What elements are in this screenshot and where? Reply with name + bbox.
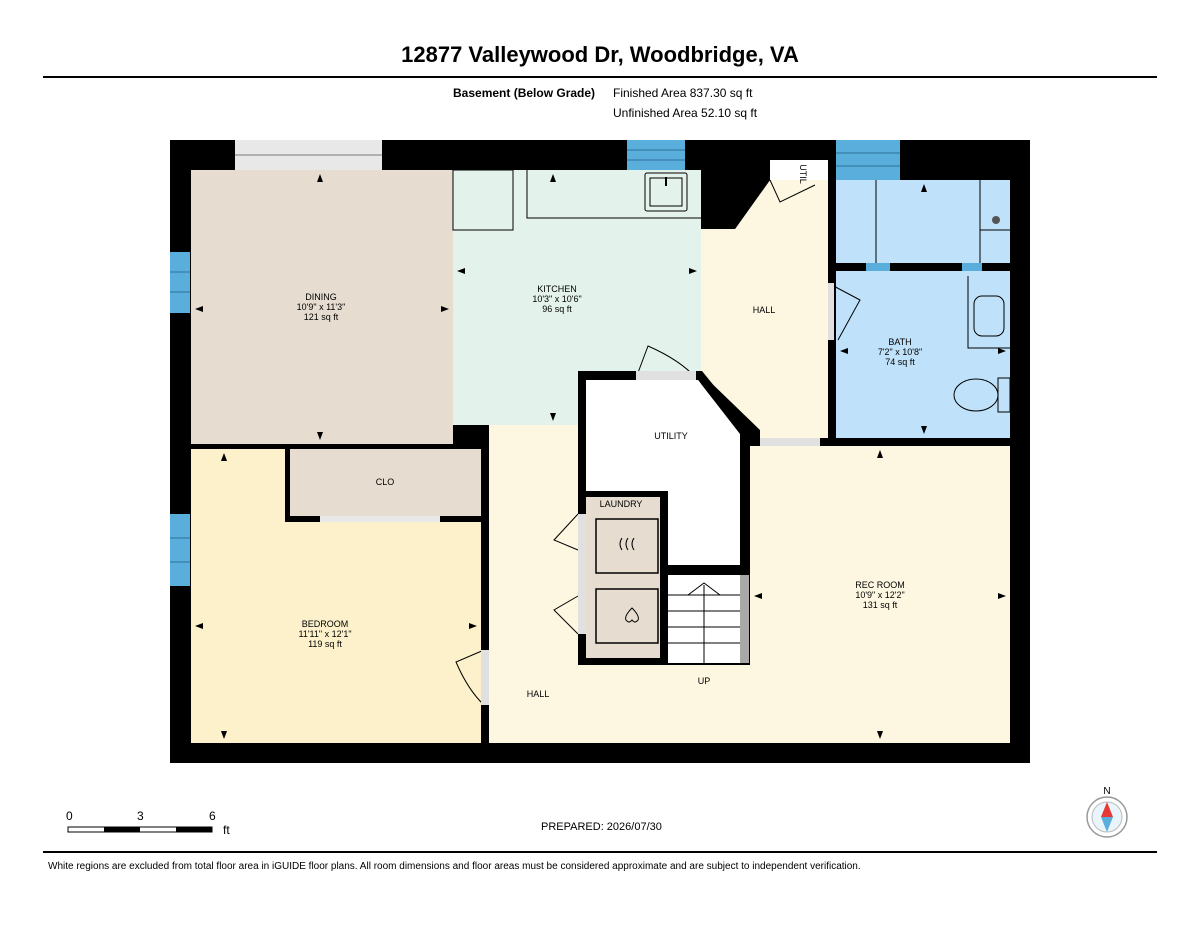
- rec-room-name: REC ROOM: [855, 580, 905, 590]
- bath-sink-icon: [973, 295, 1005, 337]
- dryer: [595, 518, 659, 574]
- rec-room-dims: 10'9" x 12'2": [855, 590, 904, 600]
- util-closet[interactable]: [770, 160, 828, 180]
- bedroom-area: 119 sq ft: [308, 639, 342, 649]
- level-label: Basement (Below Grade): [453, 86, 596, 100]
- footer-divider: [43, 851, 1157, 853]
- bath-vent-1: [866, 263, 890, 271]
- fridge: [452, 169, 514, 231]
- closet-sliding-door[interactable]: [320, 516, 440, 522]
- compass-north-label: N: [1103, 786, 1110, 797]
- scale-unit: ft: [223, 823, 230, 837]
- window-bath: [836, 140, 900, 180]
- util-closet-name: UTIL: [798, 164, 808, 184]
- bath-room[interactable]: [836, 180, 1010, 438]
- rec-opening: [760, 438, 820, 446]
- wall-kitchen-corner: [453, 425, 489, 433]
- water-drop-icon: [625, 607, 639, 623]
- wall-block: [701, 150, 735, 170]
- header-divider: [43, 76, 1157, 78]
- kitchen-area: 96 sq ft: [542, 304, 572, 314]
- hall-lower-name: HALL: [527, 689, 550, 699]
- bath-dims: 7'2" x 10'8": [878, 347, 922, 357]
- stair-up-arrow-icon: [687, 582, 721, 596]
- bath-area: 74 sq ft: [885, 357, 915, 367]
- closet-room[interactable]: [290, 449, 481, 516]
- closet-name: CLO: [376, 477, 395, 487]
- dining-room[interactable]: [191, 170, 453, 444]
- vanity: [967, 276, 1010, 349]
- wall-dining-bottom: [191, 444, 489, 449]
- window-bedroom: [170, 514, 190, 586]
- window-mullions: [170, 149, 900, 563]
- wall-bath-mid: [836, 263, 1010, 271]
- window-dining: [170, 252, 190, 313]
- stair-treads: [668, 585, 740, 663]
- scale-tick-0: 0: [66, 809, 73, 823]
- bath-door[interactable]: [828, 283, 834, 340]
- bedroom-room[interactable]: [191, 522, 481, 743]
- laundry-doors[interactable]: [578, 514, 586, 634]
- finished-area: Finished Area 837.30 sq ft: [613, 86, 753, 100]
- prepared-date: PREPARED: 2026/07/30: [541, 821, 662, 833]
- bedroom-door[interactable]: [481, 650, 489, 705]
- bath-name: BATH: [888, 337, 911, 347]
- kitchen-dims: 10'3" x 10'6": [532, 294, 581, 304]
- scale-tick-6: 6: [209, 809, 216, 823]
- laundry-room[interactable]: [586, 497, 660, 658]
- dining-name: DINING: [305, 292, 337, 302]
- utility-name: UTILITY: [654, 431, 688, 441]
- bath-vent-2: [962, 263, 982, 271]
- dining-area: 121 sq ft: [304, 312, 339, 322]
- dryer-heat-icon: [619, 537, 635, 551]
- stairs-up-label: UP: [698, 676, 711, 686]
- wall-bedroom-right: [481, 444, 489, 744]
- window-kitchen: [627, 140, 685, 170]
- utility-door[interactable]: [636, 371, 696, 380]
- page-title: 12877 Valleywood Dr, Woodbridge, VA: [401, 42, 799, 67]
- unfinished-area: Unfinished Area 52.10 sq ft: [613, 106, 758, 120]
- hall-upper-room[interactable]: [701, 180, 828, 438]
- rec-room-area: 131 sq ft: [863, 600, 898, 610]
- compass-icon: [1086, 796, 1128, 838]
- kitchen-sink-icon: [644, 172, 688, 212]
- wall-bath-bottom: [828, 438, 1010, 446]
- dining-dims: 10'9" x 11'3": [297, 302, 346, 312]
- bedroom-name: BEDROOM: [302, 619, 349, 629]
- utility-room[interactable]: [586, 380, 740, 565]
- bedroom-dims: 11'11" x 12'1": [298, 629, 351, 639]
- wall-angled: [701, 170, 770, 229]
- scale-bar: [67, 826, 213, 833]
- wall-closet-left: [285, 449, 290, 522]
- counter: [526, 170, 701, 219]
- shower-head-icon: [992, 216, 1000, 224]
- washer: [595, 588, 659, 644]
- disclaimer: White regions are excluded from total fl…: [48, 861, 861, 872]
- kitchen-name: KITCHEN: [537, 284, 577, 294]
- stair-rail: [740, 575, 749, 663]
- scale-tick-3: 3: [137, 809, 144, 823]
- laundry-name: LAUNDRY: [600, 499, 643, 509]
- hall-upper-name: HALL: [753, 305, 776, 315]
- dimension-arrows: [195, 174, 1006, 739]
